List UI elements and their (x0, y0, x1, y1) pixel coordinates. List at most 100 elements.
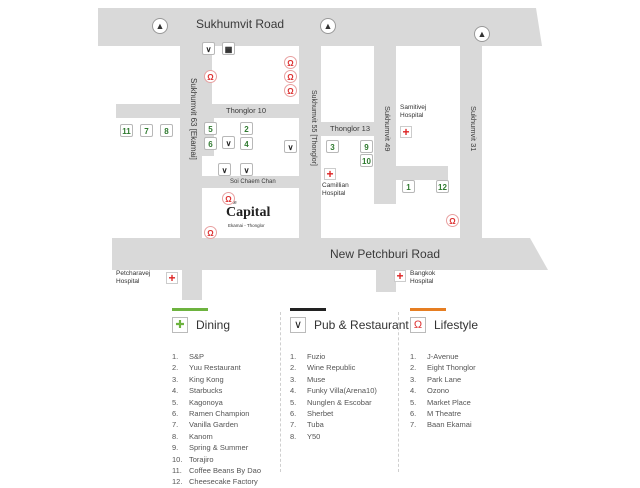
legend-divider (280, 312, 281, 472)
road-network (98, 8, 548, 300)
camillian-hospital-label: Camillian Hospital (322, 182, 349, 197)
legend-dining-title: Dining (196, 318, 231, 332)
area-map: Sukhumvit Road New Petchburi Road Thongl… (98, 8, 548, 300)
dining-pin-icon[interactable]: 2 (240, 122, 253, 135)
dining-pin-icon[interactable]: 3 (326, 140, 339, 153)
list-item: 10.Torajiro (172, 454, 214, 464)
soi-49-road (374, 44, 396, 204)
legend-dining-bar (172, 308, 208, 311)
lifestyle-pin-icon[interactable]: Ω (222, 192, 235, 205)
list-item: 6.M Theatre (410, 409, 462, 419)
thonglor-10-road (116, 104, 300, 118)
dining-pin-icon[interactable]: 4 (240, 137, 253, 150)
petcharavej-hospital-label: Petcharavej Hospital (116, 270, 151, 285)
legend-lifestyle-list: 1.J-Avenue 2.Eight Thonglor 3.Park Lane … (410, 351, 478, 431)
dining-pin-icon[interactable]: 5 (204, 122, 217, 135)
legend-dining-list: 1.S&P 2.Yuu Restaurant 3.King Kong 4.Sta… (172, 351, 261, 488)
bts-station-icon: ▲ (152, 18, 168, 34)
pub-pin-icon[interactable]: ∨ (222, 136, 235, 149)
lifestyle-pin-icon[interactable]: Ω (284, 84, 297, 97)
thonglor-10-label: Thonglor 10 (226, 106, 267, 115)
legend-lifestyle-header: Ω Lifestyle (410, 317, 478, 333)
lifestyle-pin-icon[interactable]: Ω (446, 214, 459, 227)
pub-pin-icon[interactable]: ∨ (284, 140, 297, 153)
pub-pin-icon[interactable]: ∨ (240, 163, 253, 176)
samitivej-hospital-label: Samitivej Hospital (400, 104, 427, 119)
bts-station-icon: ▲ (474, 26, 490, 42)
soi-49-branch (374, 166, 448, 180)
lower-road (376, 268, 396, 292)
hospital-cross-icon: + (324, 168, 336, 180)
soi-31-label: Sukhumvit 31 (469, 106, 478, 152)
list-item: 5.Kagonoya (172, 397, 223, 407)
lifestyle-pin-icon[interactable]: Ω (204, 226, 217, 239)
cocktail-glass-icon: ∨ (290, 317, 306, 333)
capital-name-label: Capital (226, 205, 271, 220)
legend-lifestyle-bar (410, 308, 446, 311)
soi-63-label: Sukhumvit 63 [Ekamai] (189, 78, 198, 160)
list-item: 11.Coffee Beans By Dao (172, 466, 261, 476)
lifestyle-pin-icon[interactable]: Ω (204, 70, 217, 83)
hospital-cross-icon: + (166, 272, 178, 284)
thonglor-13-label: Thonglor 13 (330, 124, 371, 133)
soi-31-road (460, 44, 482, 240)
list-item: 8.Y50 (290, 431, 321, 441)
dining-pin-icon[interactable]: 8 (160, 124, 173, 137)
capital-sub-label: Ekamai - Thonglor (228, 223, 265, 228)
dining-pin-icon[interactable]: 11 (120, 124, 133, 137)
list-item: 2.Wine Republic (290, 363, 356, 373)
legend-pub-bar (290, 308, 326, 311)
bts-station-icon: ▲ (320, 18, 336, 34)
list-item: 9.Spring & Summer (172, 443, 249, 453)
list-item: 4.Starbucks (172, 386, 223, 396)
capital-block (210, 196, 282, 236)
hospital-cross-icon: + (400, 126, 412, 138)
legend-dining: ✚ Dining 1.S&P 2.Yuu Restaurant 3.King K… (172, 308, 261, 488)
legend-divider (398, 312, 399, 472)
soi-55-road (299, 44, 321, 240)
lifestyle-pin-icon[interactable]: Ω (284, 70, 297, 83)
list-item: 3.Muse (290, 374, 326, 384)
list-item: 5.Nunglen & Escobar (290, 397, 372, 407)
list-item: 5.Market Place (410, 397, 471, 407)
dining-pin-icon[interactable]: 1 (402, 180, 415, 193)
lifestyle-pin-icon[interactable]: Ω (284, 56, 297, 69)
list-item: 2.Yuu Restaurant (172, 363, 241, 373)
sai-chaem-chan-label: Soi Chaem Chan (230, 179, 276, 185)
pub-pin-icon[interactable]: ▦ (222, 42, 235, 55)
legend-pub-title: Pub & Restaurant (314, 318, 409, 332)
dining-pin-icon[interactable]: 9 (360, 140, 373, 153)
legend-pub-list: 1.Fuzio 2.Wine Republic 3.Muse 4.Funky V… (290, 351, 409, 442)
thonglor-13-road (320, 122, 376, 136)
bangkok-hospital-label: Bangkok Hospital (410, 270, 436, 285)
new-petchburi-road-label: New Petchburi Road (330, 247, 441, 261)
list-item: 8.Kanom (172, 431, 213, 441)
headphones-icon: Ω (410, 317, 426, 333)
pub-pin-icon[interactable]: ∨ (218, 163, 231, 176)
list-item: 2.Eight Thonglor (410, 363, 476, 373)
pub-pin-icon[interactable]: ∨ (202, 42, 215, 55)
legend-lifestyle-title: Lifestyle (434, 318, 479, 332)
legend-pub-header: ∨ Pub & Restaurant (290, 317, 409, 333)
dining-pin-icon[interactable]: 12 (436, 180, 449, 193)
list-item: 1.Fuzio (290, 352, 326, 361)
new-petchburi-road (112, 238, 548, 270)
list-item: 6.Ramen Champion (172, 409, 250, 419)
dining-pin-icon[interactable]: 6 (204, 137, 217, 150)
dining-pin-icon[interactable]: 10 (360, 154, 373, 167)
list-item: 12.Cheesecake Factory (172, 477, 258, 487)
fork-knife-icon: ✚ (172, 317, 188, 333)
dining-pin-icon[interactable]: 7 (140, 124, 153, 137)
legend-lifestyle: Ω Lifestyle 1.J-Avenue 2.Eight Thonglor … (410, 308, 478, 431)
sai-chaem-chan-road (200, 176, 300, 188)
soi-55-label: Sukhumvit 55 [Thonglor] (310, 90, 317, 166)
soi-63-extension (182, 268, 202, 300)
soi-49-label: Sukhumvit 49 (383, 106, 392, 152)
sukhumvit-road-label: Sukhumvit Road (196, 17, 285, 31)
list-item: 1.J-Avenue (410, 352, 459, 361)
legend-dining-header: ✚ Dining (172, 317, 261, 333)
list-item: 4.Funky Villa(Arena10) (290, 386, 377, 396)
list-item: 3.King Kong (172, 374, 224, 384)
list-item: 7.Tuba (290, 420, 324, 430)
list-item: 7.Baan Ekamai (410, 420, 472, 430)
